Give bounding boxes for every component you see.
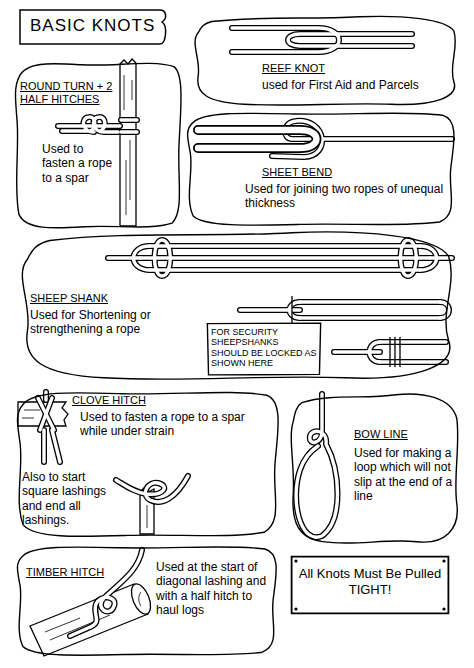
outline-path: [17, 392, 278, 536]
knot-use: Used to fasten a rope to a spar while un…: [80, 410, 275, 439]
knot-panel: SHEEP SHANK Used for Shortening or streng…: [14, 228, 462, 384]
knot-panel: BOW LINE Used for making a loop which wil…: [288, 390, 462, 548]
knot-use: Used to fasten a rope to a spar: [42, 142, 114, 185]
knot-panel: SHEET BEND Used for joining two ropes of …: [182, 108, 462, 228]
knot-use: Used at the start of diagonal lashing an…: [156, 560, 278, 618]
knot-name: BOW LINE: [354, 428, 454, 441]
knot-panel: ROUND TURN + 2 HALF HITCHES Used to faste…: [12, 56, 186, 232]
note-box: FOR SECURITY SHEEPSHANKS SHOULD BE LOCKE…: [205, 322, 323, 376]
knot-name: TIMBER HITCH: [26, 566, 136, 579]
thick-rope-fill: [198, 130, 317, 148]
knot-use: Used for joining two ropes of unequal th…: [245, 182, 450, 211]
sign-text: All Knots Must Be Pulled TIGHT!: [298, 566, 442, 599]
knot-panel: TIMBER HITCH Used at the start of diagona…: [12, 542, 284, 658]
outline-path: [291, 394, 458, 543]
outline-path: [207, 323, 320, 375]
knot-use: Also to start square lashings and end al…: [22, 470, 110, 528]
knot-use: FOR SECURITY SHEEPSHANKS SHOULD BE LOCKE…: [211, 327, 317, 368]
sign-nails: [294, 559, 445, 610]
knot-name: ROUND TURN + 2 HALF HITCHES: [20, 80, 120, 106]
knot-name: CLOVE HITCH: [72, 394, 192, 407]
outline-path: [292, 557, 449, 614]
outline-path: [188, 113, 454, 225]
outline-path: [22, 232, 451, 379]
knot-panel: CLOVE HITCH Used to fasten a rope to a sp…: [12, 386, 286, 540]
thick-rope-outline: [198, 130, 317, 148]
knot-name: SHEEP SHANK: [30, 292, 180, 305]
knot-name: REEF KNOT: [262, 62, 362, 75]
outline-path: [195, 16, 455, 105]
panel-outline: [190, 14, 462, 108]
knot-panel: REEF KNOT used for First Aid and Parcels: [190, 14, 462, 108]
knot-use: Used for Shortening or strengthening a r…: [30, 308, 202, 337]
knot-use: used for First Aid and Parcels: [262, 78, 454, 92]
knot-use: Used for making a loop which will not sl…: [354, 446, 454, 504]
title-banner: [20, 10, 166, 44]
sign-board: All Knots Must Be Pulled TIGHT!: [290, 556, 450, 614]
outline-path: [15, 63, 181, 227]
knot-name: SHEET BEND: [262, 166, 382, 179]
page-title: BASIC KNOTS: [30, 16, 155, 36]
wood-grain: [22, 75, 147, 640]
